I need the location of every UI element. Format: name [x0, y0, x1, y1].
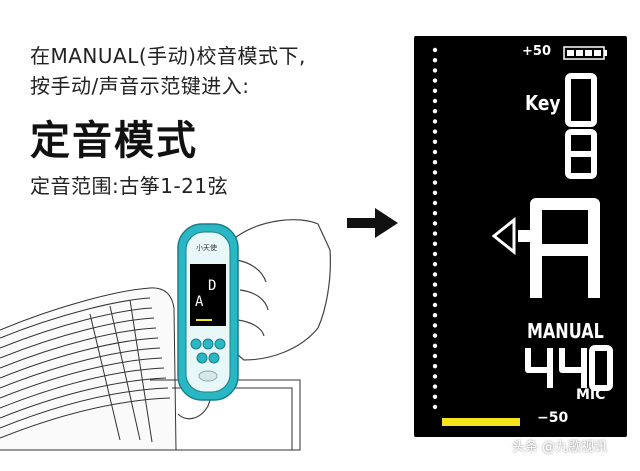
meter-dot — [432, 109, 438, 114]
device-button — [190, 338, 202, 350]
battery-icon — [563, 46, 607, 60]
meter-dot — [432, 272, 438, 277]
meter-dot — [432, 78, 438, 83]
meter-dot — [432, 251, 438, 257]
meter-dot — [432, 180, 438, 185]
meter-dot — [432, 323, 438, 328]
meter-dot — [432, 313, 438, 318]
meter-dot — [432, 302, 438, 308]
meter-dot — [432, 333, 438, 338]
meter-dot — [432, 98, 438, 104]
tuner-illustration: 小天使 D A — [0, 219, 331, 451]
watermark: 头条 @九歌视讯 — [512, 440, 608, 455]
meter-dot — [432, 343, 438, 348]
battery-bar — [576, 50, 583, 56]
guzheng-illustration — [0, 287, 301, 451]
tuning-range-text: 定音范围:古筝1-21弦 — [30, 174, 229, 198]
meter-dot — [432, 170, 438, 175]
flat-indicator-icon — [491, 216, 530, 256]
device-button — [196, 352, 208, 364]
display-graphics — [432, 46, 613, 426]
meter-dot — [432, 211, 438, 216]
device-button — [208, 352, 220, 364]
note-display — [530, 198, 600, 298]
meter-dot — [432, 292, 438, 297]
pitch-digits — [525, 345, 613, 391]
meter-dot — [432, 190, 438, 195]
meter-dot — [432, 241, 438, 246]
meter-dot — [432, 394, 438, 399]
meter-dot — [432, 160, 438, 165]
meter-dot — [432, 231, 438, 236]
meter-dot — [432, 282, 438, 287]
instruction-line-2: 按手动/声音示范键进入: — [30, 74, 250, 98]
tuner-display: +50 Key MANUAL MIC −50 — [414, 36, 627, 437]
meter-dot — [432, 129, 438, 134]
key-digit-2 — [565, 129, 597, 179]
meter-dot — [432, 221, 438, 226]
tuner-device: 小天使 D A — [177, 223, 239, 401]
device-speaker — [198, 370, 218, 382]
meter-dot — [432, 68, 438, 73]
meter-dot — [432, 353, 438, 359]
device-screen-note: A — [195, 294, 204, 310]
right-arrow-icon — [347, 208, 398, 238]
meter-dot — [432, 149, 438, 155]
meter-dot — [432, 88, 438, 93]
mode-label: MANUAL — [527, 319, 604, 343]
battery-bar — [594, 50, 601, 56]
meter-dot — [432, 139, 438, 144]
key-label: Key — [525, 91, 561, 115]
device-button — [214, 338, 226, 350]
meter-dot — [432, 364, 438, 369]
cents-top-label: +50 — [522, 44, 551, 59]
cents-bottom-label: −50 — [537, 410, 569, 426]
instruction-line-1: 在MANUAL(手动)校音模式下, — [30, 44, 306, 68]
device-screen-key: D — [208, 278, 216, 294]
key-digit-1 — [565, 73, 597, 127]
battery-bar — [585, 50, 592, 56]
meter-dot — [432, 384, 438, 389]
meter-dot — [432, 262, 438, 267]
meter-dot — [432, 404, 438, 410]
meter-dot — [432, 200, 438, 206]
page-title: 定音模式 — [30, 118, 198, 164]
device-brand: 小天使 — [196, 243, 217, 252]
tuning-meter-bar — [442, 418, 520, 426]
meter-dot — [432, 47, 438, 53]
input-source-label: MIC — [576, 387, 606, 403]
meter-dot — [432, 58, 438, 63]
meter-dot — [432, 374, 438, 379]
battery-bar — [567, 50, 574, 56]
meter-dot — [432, 119, 438, 124]
device-button — [202, 338, 214, 350]
